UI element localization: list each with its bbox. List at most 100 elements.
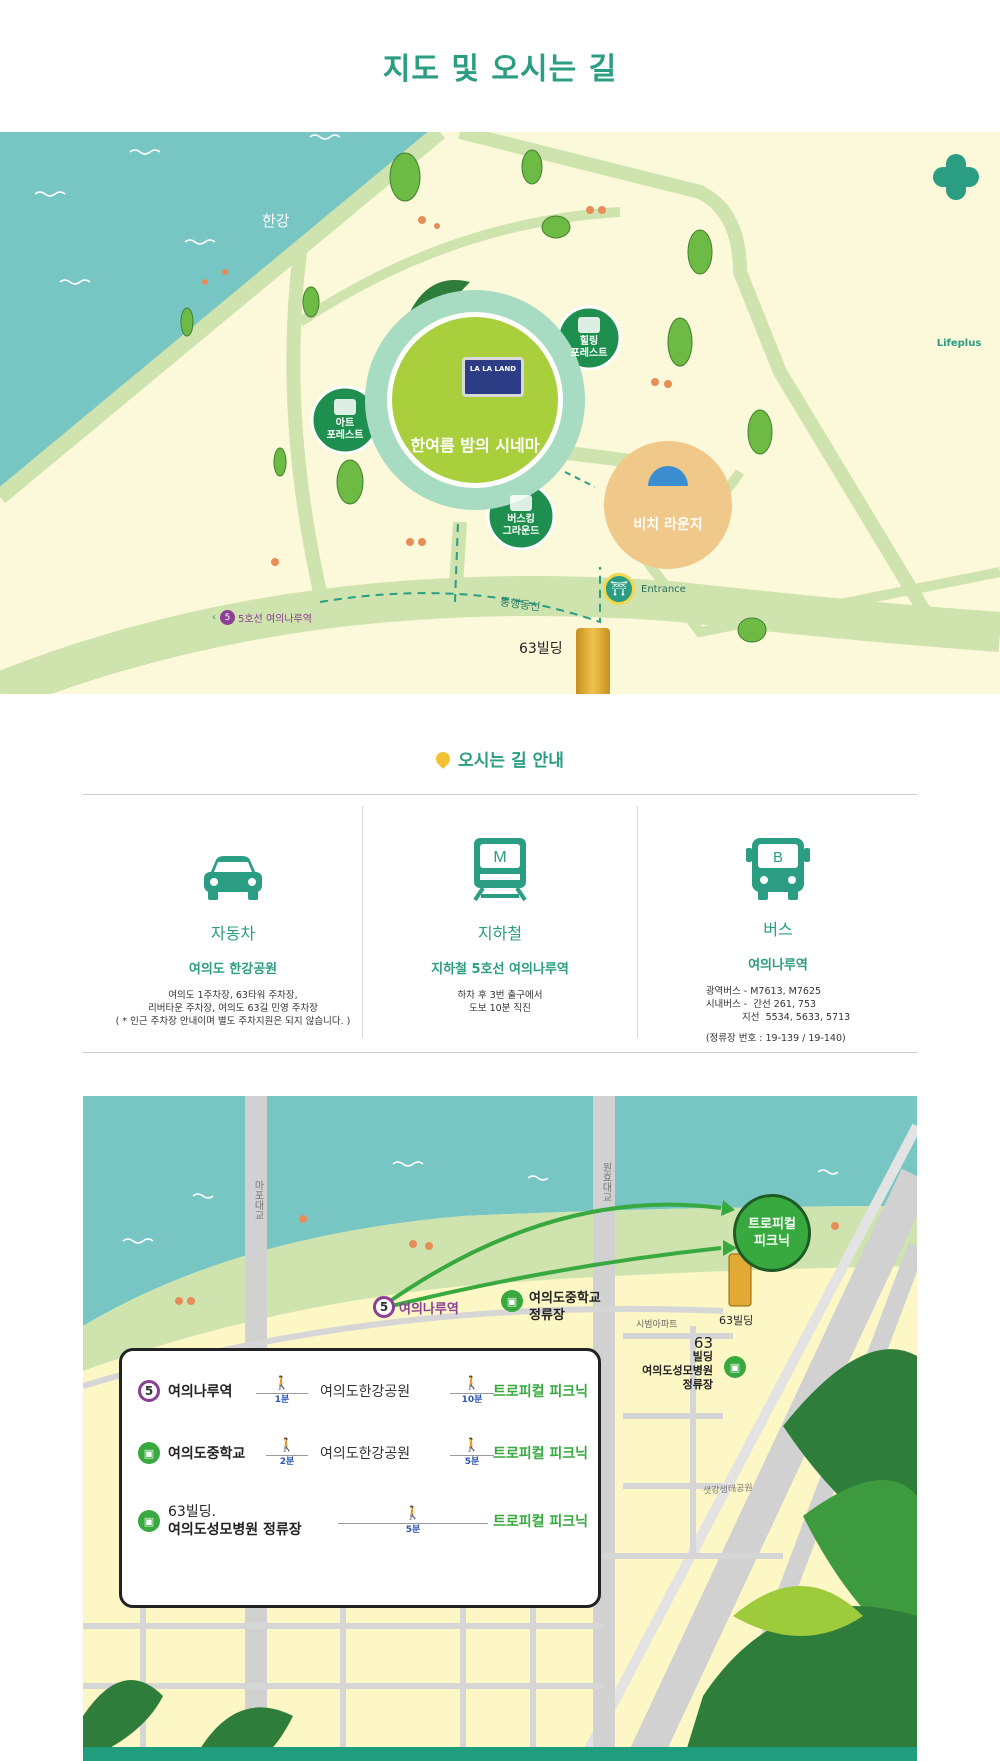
- movie-screen-text: LA LA LAND: [469, 365, 517, 373]
- direction-subway-detail: 하차 후 3번 출구에서 도보 10분 직진: [363, 989, 637, 1015]
- building-label: 63빌딩: [519, 641, 563, 657]
- entrance-gate-icon: ⛩: [603, 573, 635, 605]
- route-start: 여의도중학교: [168, 1446, 246, 1462]
- lifeplus-logo-text: Lifeplus: [936, 338, 982, 349]
- map-hospital-stop-label-3: 여의도성모병원: [642, 1364, 713, 1377]
- zone-art-forest-label-1: 아트: [335, 417, 355, 429]
- bus-stop-icon: ▣: [138, 1442, 160, 1464]
- route-start: 여의나루역: [168, 1384, 233, 1400]
- subway-icon: M: [363, 830, 637, 902]
- bridge-left-label: 마포대교: [252, 1180, 263, 1220]
- route-destination: 트로피컬 피크닉: [492, 1514, 588, 1530]
- walking-person-icon: 🚶: [463, 1376, 481, 1391]
- zone-beach-lounge-label: 비치 라운지: [633, 517, 703, 533]
- bus-stop-icon: ▣: [501, 1290, 523, 1312]
- stage-icon: [510, 494, 532, 511]
- zone-art-forest-label-2: 포레스트: [326, 429, 364, 441]
- subway-line-5-icon: 5: [220, 610, 235, 625]
- direction-car-sub: 여의도 한강공원: [188, 962, 278, 977]
- bridge-right-label: 원효대교: [600, 1162, 611, 1202]
- map-hospital-stop-label-1: 63: [693, 1334, 713, 1352]
- route-start: 63빌딩. 여의도성모병원 정류장: [168, 1503, 302, 1539]
- zone-busking-ground-label-1: 버스킹: [507, 513, 535, 525]
- direction-car-line-1: 여의도 1주차장, 63타워 주차장,: [168, 990, 298, 1001]
- route-row: ▣ 63빌딩. 여의도성모병원 정류장 🚶 5분 트로피컬 피크닉: [138, 1497, 588, 1545]
- direction-bus-line-3: 지선 5534, 5633, 5713: [705, 1012, 851, 1023]
- map-bus-stop-label-2: 정류장: [529, 1308, 565, 1323]
- direction-subway-line-1: 하차 후 3번 출구에서: [457, 990, 543, 1001]
- easel-icon: [334, 398, 356, 415]
- map-station-marker[interactable]: 5 여의나루역: [373, 1296, 459, 1318]
- zone-cinema-label: 한여름 밤의 시네마: [410, 436, 540, 455]
- zone-healing-forest-label-2: 포레스트: [570, 347, 608, 359]
- route-midpoint: 여의도한강공원: [320, 1384, 411, 1400]
- walking-person-icon: 🚶: [278, 1438, 296, 1453]
- map-apartment-label: 시범아파트: [636, 1320, 678, 1330]
- direction-subway: M 지하철 지하철 5호선 여의나루역 하차 후 3번 출구에서 도보 10분 …: [362, 806, 638, 1038]
- subway-icon-letter: M: [493, 849, 506, 866]
- map-station-label: 여의나루역: [399, 1301, 459, 1317]
- destination-label-1: 트로피컬: [748, 1217, 796, 1232]
- zone-busking-ground[interactable]: 버스킹 그라운드: [488, 483, 554, 549]
- bus-icon: B: [640, 830, 916, 902]
- walking-person-icon: 🚶: [273, 1376, 291, 1391]
- directions-top-rule: [83, 794, 917, 795]
- lifeplus-logo: Lifeplus: [928, 286, 990, 349]
- route-destination: 트로피컬 피크닉: [492, 1446, 588, 1462]
- entrance-marker[interactable]: ⛩ Entrance: [603, 573, 686, 605]
- directions-title-text: 오시는 길 안내: [458, 751, 564, 771]
- direction-bus-sub: 여의나루역: [748, 958, 808, 973]
- park-map-background: [0, 132, 1000, 694]
- route-walk-minutes: 5분: [405, 1525, 421, 1535]
- entrance-label: Entrance: [641, 583, 686, 595]
- zone-healing-forest[interactable]: 힐링 포레스트: [558, 307, 620, 369]
- zone-art-forest[interactable]: 아트 포레스트: [312, 387, 378, 453]
- route-walk-minutes: 1분: [274, 1395, 290, 1405]
- route-walk-minutes: 5분: [464, 1457, 480, 1467]
- subway-line-5-icon: 5: [138, 1380, 160, 1402]
- direction-subway-sub: 지하철 5호선 여의나루역: [431, 962, 569, 977]
- map-bus-stop-label: 여의도중학교 정류장: [529, 1290, 601, 1324]
- picnic-mat-icon: [578, 316, 600, 333]
- subway-badge[interactable]: ‹ 5 5호선 여의나루역: [212, 610, 312, 625]
- subway-badge-label: 5호선 여의나루역: [238, 614, 312, 625]
- subway-line-5-icon: 5: [373, 1296, 395, 1318]
- map-bus-stop-label-1: 여의도중학교: [529, 1291, 601, 1306]
- area-map: 마포대교 원효대교 5 여의나루역 ▣ 여의도중학교 정류장 시범아파트 63빌…: [83, 1096, 917, 1761]
- map-building-label: 63빌딩: [719, 1314, 754, 1327]
- direction-bus-detail: 광역버스 - M7613, M7625 시내버스 - 간선 261, 753 지…: [640, 985, 916, 1045]
- car-icon: [95, 830, 371, 902]
- hospital-bus-stop-icon[interactable]: ▣: [724, 1356, 746, 1378]
- direction-bus-line-2: 시내버스 - 간선 261, 753: [705, 999, 817, 1010]
- route-summary-box: 5 여의나루역 🚶 1분 여의도한강공원 🚶 10분 트로피컬 피크닉 ▣ 여의…: [119, 1348, 601, 1608]
- direction-car: 자동차 여의도 한강공원 여의도 1주차장, 63타워 주차장, 리버타운 주차…: [95, 806, 371, 1038]
- directions-title: 오시는 길 안내: [0, 746, 1000, 771]
- zone-busking-ground-label-2: 그라운드: [502, 525, 540, 537]
- walking-person-icon: 🚶: [404, 1506, 422, 1521]
- route-midpoint: 여의도한강공원: [320, 1446, 411, 1462]
- directions-bottom-rule: [83, 1052, 917, 1053]
- route-start-line-1: 63빌딩.: [168, 1504, 217, 1520]
- zone-healing-forest-label-1: 힐링: [579, 335, 599, 347]
- route-row: ▣ 여의도중학교 🚶 2분 여의도한강공원 🚶 5분 트로피컬 피크닉: [138, 1433, 588, 1473]
- map-hospital-stop-label: 63 빌딩 여의도성모병원 정류장: [619, 1336, 713, 1392]
- route-walk-segment: 🚶 5분: [338, 1507, 488, 1535]
- zone-beach-lounge[interactable]: 비치 라운지: [604, 441, 732, 569]
- direction-car-line-2: 리버타운 주차장, 여의도 63길 민영 주차장: [147, 1003, 319, 1014]
- destination-marker[interactable]: 트로피컬 피크닉: [733, 1194, 811, 1272]
- direction-bus: B 버스 여의나루역 광역버스 - M7613, M7625 시내버스 - 간선…: [640, 806, 916, 1044]
- location-pin-icon: [433, 749, 454, 769]
- route-row: 5 여의나루역 🚶 1분 여의도한강공원 🚶 10분 트로피컬 피크닉: [138, 1371, 588, 1411]
- river-label: 한강: [262, 212, 290, 230]
- direction-subway-name: 지하철: [477, 924, 523, 943]
- zone-cinema[interactable]: LA LA LAND 한여름 밤의 시네마: [387, 312, 563, 488]
- route-walk-minutes: 10분: [461, 1395, 483, 1405]
- map-hospital-stop-label-2: 빌딩: [692, 1350, 713, 1363]
- bus-icon-letter: B: [773, 849, 783, 866]
- route-walk-segment: 🚶 10분: [450, 1377, 494, 1405]
- page-title: 지도 및 오시는 길: [382, 52, 618, 87]
- movie-screen-icon: LA LA LAND: [462, 357, 524, 397]
- map-bus-stop-marker[interactable]: ▣ 여의도중학교 정류장: [501, 1290, 601, 1324]
- walking-person-icon: 🚶: [463, 1438, 481, 1453]
- route-start-line-2: 여의도성모병원 정류장: [168, 1522, 302, 1538]
